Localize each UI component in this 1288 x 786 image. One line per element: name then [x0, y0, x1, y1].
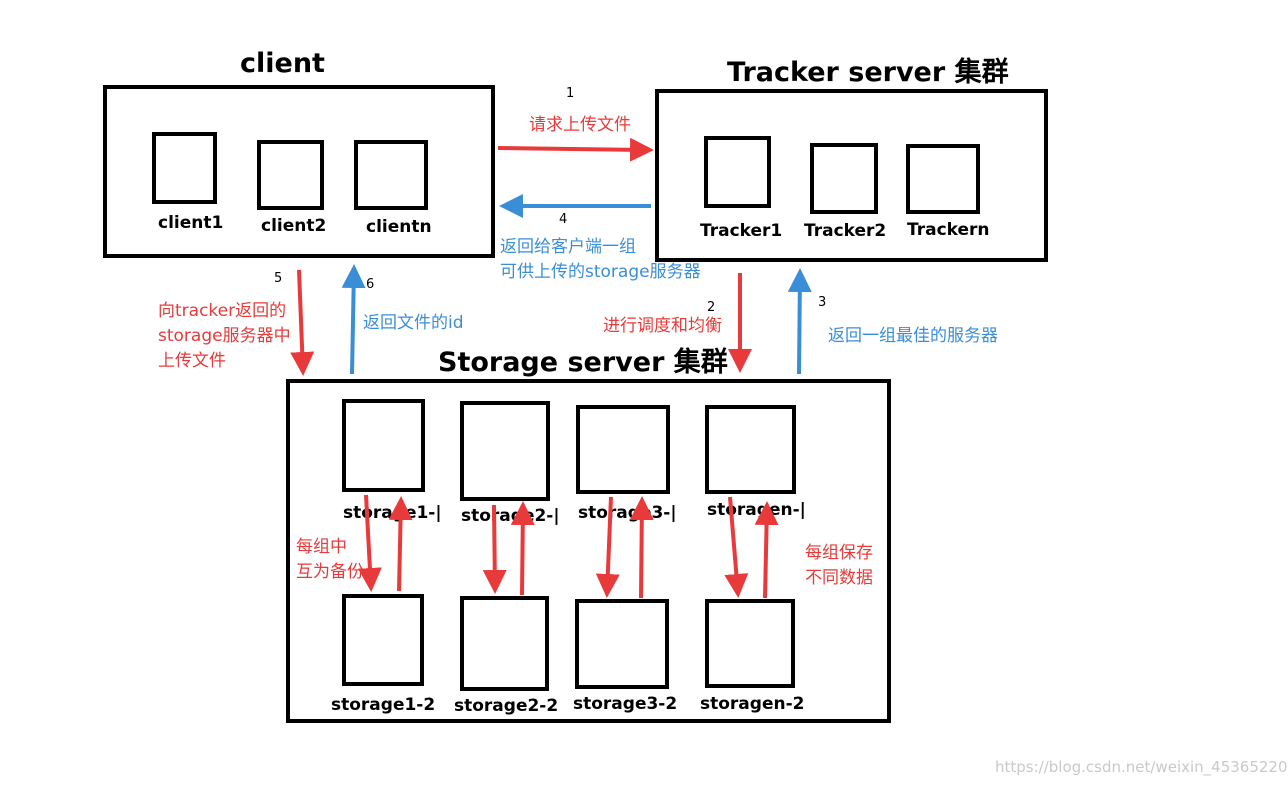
- storage2-1-node: [460, 401, 550, 501]
- storage-cluster-title: Storage server 集群: [438, 347, 728, 378]
- step2-number: 2: [707, 300, 716, 315]
- step4-number: 4: [559, 212, 568, 227]
- clientn-node: [354, 140, 428, 210]
- client-cluster-title: client: [240, 48, 325, 79]
- storage3-1-node: [576, 405, 670, 494]
- storagen-1-node: [705, 405, 796, 494]
- arrow-backup-n-up: [754, 501, 779, 599]
- step6-text: 返回文件的id: [363, 313, 464, 333]
- arrow-step3: [787, 268, 812, 375]
- step3-text: 返回一组最佳的服务器: [828, 326, 998, 346]
- arrow-backup-3-down: [595, 496, 620, 598]
- storagen-2-node: [705, 599, 795, 688]
- client1-label: client1: [158, 213, 224, 233]
- client1-node: [152, 132, 217, 204]
- storage1-2-label: storage1-2: [331, 695, 436, 715]
- step4-text: 返回给客户端一组 可供上传的storage服务器: [500, 237, 701, 282]
- trackern-label: Trackern: [907, 220, 990, 240]
- tracker2-label: Tracker2: [804, 221, 887, 241]
- storage1-1-node: [342, 399, 425, 492]
- trackern-node: [906, 144, 980, 214]
- step1-number: 1: [566, 86, 575, 101]
- storage2-2-node: [460, 596, 549, 691]
- step6-number: 6: [366, 277, 375, 292]
- storage3-2-node: [575, 599, 669, 689]
- tracker1-label: Tracker1: [700, 221, 783, 241]
- arrow-step5: [290, 269, 315, 376]
- step1-text: 请求上传文件: [529, 115, 631, 135]
- tracker2-node: [810, 143, 878, 214]
- step5-text: 向tracker返回的 storage服务器中 上传文件: [158, 301, 291, 371]
- storage3-2-label: storage3-2: [573, 694, 678, 714]
- arrow-backup-1-down: [357, 494, 382, 592]
- arrow-backup-3-up: [629, 496, 654, 599]
- storage1-2-node: [342, 594, 424, 686]
- arrow-step6: [341, 264, 366, 375]
- client2-label: client2: [261, 216, 327, 236]
- arrow-backup-2-up: [510, 501, 535, 596]
- storage2-2-label: storage2-2: [454, 696, 559, 716]
- step2-text: 进行调度和均衡: [603, 316, 722, 336]
- arrow-step1: [497, 137, 654, 162]
- clientn-label: clientn: [366, 217, 432, 237]
- storagen-2-label: storagen-2: [700, 694, 805, 714]
- step5-number: 5: [274, 271, 283, 286]
- arrow-backup-n-down: [724, 496, 749, 598]
- backup-note: 每组中 互为备份: [296, 537, 364, 582]
- step3-number: 3: [818, 295, 827, 310]
- arrow-backup-2-down: [482, 504, 507, 594]
- tracker-cluster-title: Tracker server 集群: [727, 57, 1009, 88]
- storage2-1-label: storage2-|: [461, 506, 560, 526]
- client-cluster-box: [103, 85, 495, 258]
- watermark: https://blog.csdn.net/weixin_45365220: [995, 758, 1288, 776]
- tracker1-node: [704, 136, 771, 208]
- different-data-note: 每组保存 不同数据: [805, 543, 873, 588]
- client2-node: [257, 140, 324, 210]
- arrow-backup-1-up: [388, 496, 413, 592]
